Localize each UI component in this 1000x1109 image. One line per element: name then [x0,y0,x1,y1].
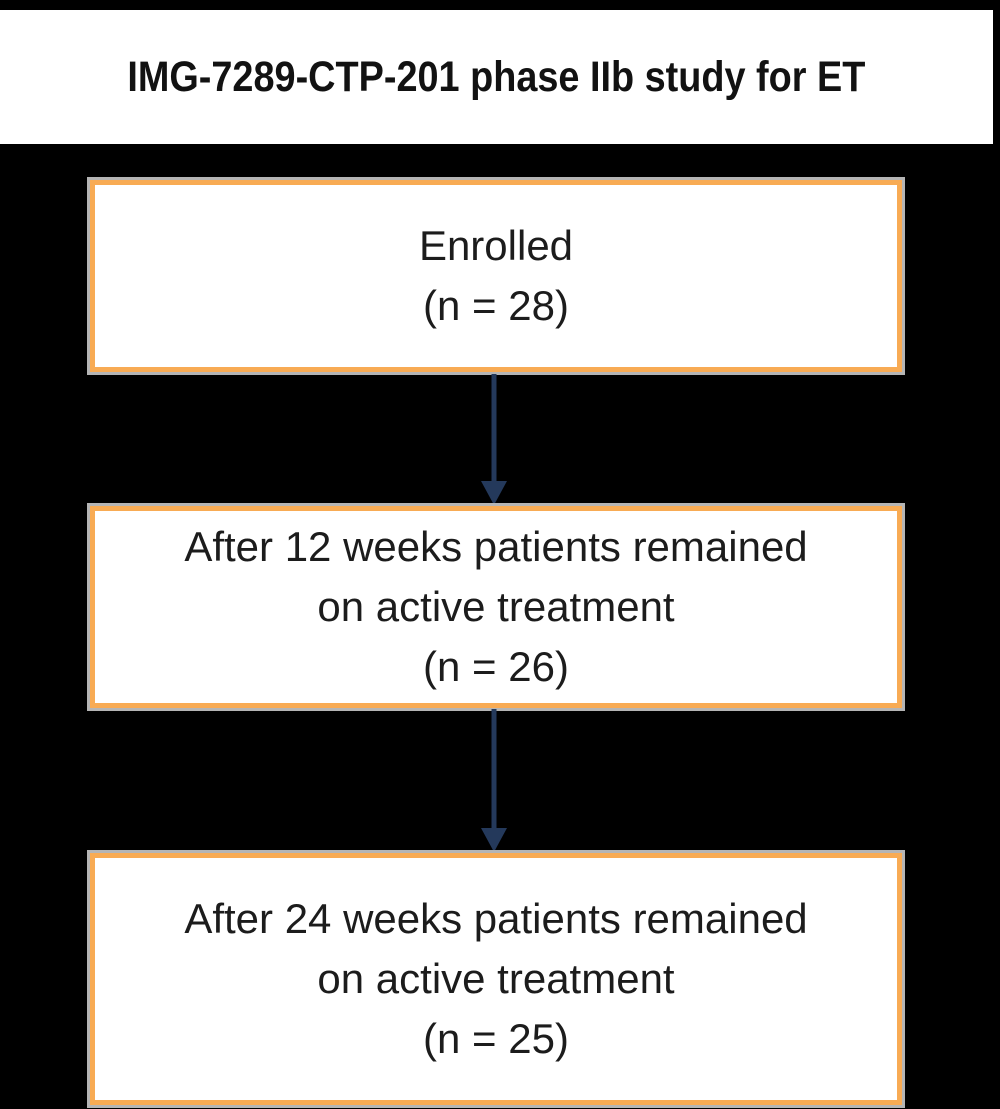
box-text-line: After 12 weeks patients remained [184,523,808,570]
box-text-line: Enrolled [418,222,574,269]
flow-box-week-12: After 12 weeks patients remained on acti… [90,506,902,708]
flow-box-enrolled: Enrolled (n = 28) [90,180,902,372]
box-text-line: on active treatment [317,583,675,630]
box-count-line: (n = 26) [423,643,569,690]
down-arrow-icon [481,374,507,505]
flow-box-week-24: After 24 weeks patients remained on acti… [90,853,902,1105]
top-border-strip [0,0,1000,10]
title-area: IMG-7289-CTP-201 phase IIb study for ET [0,10,993,144]
right-border-strip [993,0,1000,144]
box-text-line: After 24 weeks patients remained [184,895,808,942]
down-arrow-icon [481,709,507,852]
box-text-line: on active treatment [317,955,675,1002]
box-count-line: (n = 25) [423,1015,569,1062]
page-title: IMG-7289-CTP-201 phase IIb study for ET [127,52,866,101]
box-count-line: (n = 28) [423,282,569,329]
